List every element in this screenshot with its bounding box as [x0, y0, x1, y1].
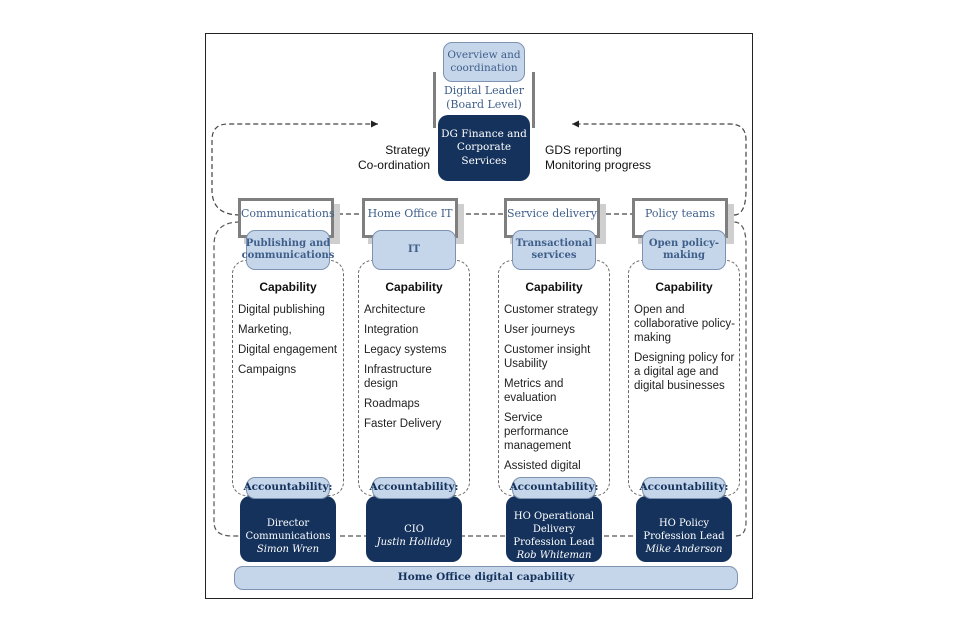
home-office-digital-capability-bar: Home Office digital capability: [234, 566, 738, 590]
capability-title: Capability: [655, 280, 713, 294]
accountability-label-box: Accountability:: [369, 477, 459, 499]
capability-title: Capability: [259, 280, 317, 294]
role-label: Director Communications: [245, 517, 331, 542]
dg-finance-label: DG Finance and Corporate Services: [441, 127, 527, 167]
dg-finance-box: DG Finance and Corporate Services: [438, 115, 530, 181]
capability-item: Open and collaborative policy-making: [634, 304, 735, 344]
overview-box: Overview and coordination: [443, 42, 525, 82]
accountability-label: Accountability:: [509, 481, 599, 494]
capability-item: Marketing,: [238, 324, 292, 336]
function-label: IT: [407, 243, 421, 255]
capability-content: Capability Open and collaborative policy…: [628, 280, 740, 490]
team-label: Service delivery: [507, 207, 597, 220]
capability-item: User journeys: [504, 324, 575, 336]
capability-item: Architecture: [364, 304, 426, 316]
monitoring-text: Monitoring progress: [545, 158, 652, 172]
accountability-label-box: Accountability:: [243, 477, 333, 499]
accountability-holder-box: HO Policy Profession Lead Mike Anderson: [636, 496, 732, 562]
role-label: HO Operational Delivery Profession Lead: [513, 511, 595, 548]
function-label: Transactional services: [515, 237, 593, 262]
person-name: Simon Wren: [256, 543, 320, 555]
capability-item: Digital publishing: [238, 304, 325, 316]
coordination-text: Co-ordination: [357, 158, 430, 172]
person-name: Rob Whiteman: [516, 550, 592, 561]
strategy-arrow: [211, 120, 378, 216]
capability-title: Capability: [385, 280, 443, 294]
team-label: Communications: [241, 207, 335, 220]
capability-item: Infrastructure design: [364, 364, 432, 390]
accountability-label-box: Accountability:: [639, 477, 729, 499]
function-label: Open policy-making: [648, 237, 720, 262]
capability-item: Metrics and evaluation: [504, 378, 564, 404]
accountability-loop: [213, 221, 747, 537]
function-box: Transactional services: [512, 230, 596, 270]
accountability-holder-box: HO Operational Delivery Profession Lead …: [506, 496, 602, 562]
capability-title: Capability: [525, 280, 583, 294]
strategy-text: Strategy: [385, 143, 430, 157]
accountability-label: Accountability:: [639, 481, 729, 494]
reporting-arrow: [572, 120, 747, 216]
person-name: Mike Anderson: [645, 543, 723, 555]
capability-item: Customer insight Usability: [504, 344, 591, 370]
person-name: Justin Holliday: [376, 537, 452, 548]
capability-item: Campaigns: [238, 364, 297, 376]
capability-item: Integration: [364, 324, 419, 336]
accountability-holder-box: Director Communications Simon Wren: [240, 496, 336, 562]
capability-item: Customer strategy: [504, 304, 598, 316]
gds-reporting-text: GDS reporting: [545, 143, 622, 157]
team-label: Home Office IT: [367, 207, 453, 220]
function-box: IT: [372, 230, 456, 270]
capability-item: Service performance management: [504, 412, 572, 452]
digital-leader-label: Digital Leader (Board Level): [443, 84, 525, 111]
reporting-label: GDS reporting Monitoring progress: [545, 143, 651, 173]
capability-item: Legacy systems: [364, 344, 447, 356]
strategy-label: Strategy Co-ordination: [358, 143, 430, 173]
capability-item: Designing policy for a digital age and d…: [634, 352, 735, 392]
overview-label: Overview and coordination: [447, 48, 521, 74]
accountability-label-box: Accountability:: [509, 477, 599, 499]
team-label: Policy teams: [644, 207, 716, 220]
digital-leader-bracket: [433, 72, 535, 128]
capability-item: Roadmaps: [364, 398, 420, 410]
function-box: Open policy-making: [642, 230, 726, 270]
function-label: Publishing and communications: [241, 237, 335, 262]
capability-item: Digital engagement: [238, 344, 338, 356]
function-box: Publishing and communications: [242, 230, 334, 270]
role-label: CIO: [404, 524, 424, 535]
accountability-label: Accountability:: [369, 481, 459, 494]
accountability-holder-box: CIO Justin Holliday: [366, 496, 462, 562]
role-label: HO Policy Profession Lead: [643, 517, 725, 542]
capability-item: Faster Delivery: [364, 418, 442, 430]
capability-item: Assisted digital: [504, 460, 581, 472]
accountability-label: Accountability:: [243, 481, 333, 494]
footer-label: Home Office digital capability: [397, 571, 575, 584]
